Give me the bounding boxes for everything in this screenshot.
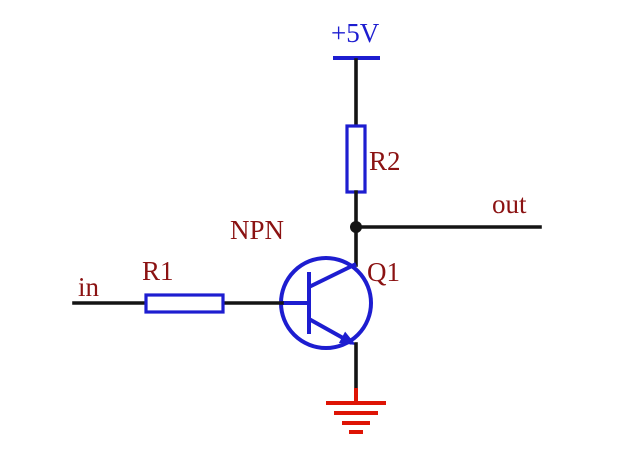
- resistor-r2-label: R2: [369, 146, 401, 176]
- input-label: in: [78, 272, 100, 302]
- transistor-ref-label: Q1: [367, 257, 400, 287]
- ground-symbol: [326, 388, 386, 434]
- supply-voltage-label: +5V: [331, 18, 380, 48]
- resistor-r1: [144, 293, 225, 314]
- resistor-r1-label: R1: [142, 256, 174, 286]
- output-label: out: [492, 189, 527, 219]
- junction-dot: [350, 221, 362, 233]
- transistor-type-label: NPN: [230, 215, 284, 245]
- resistor-r2: [345, 124, 367, 194]
- transistor-collector-lead: [308, 262, 357, 289]
- emitter-arrow-icon: [338, 331, 356, 345]
